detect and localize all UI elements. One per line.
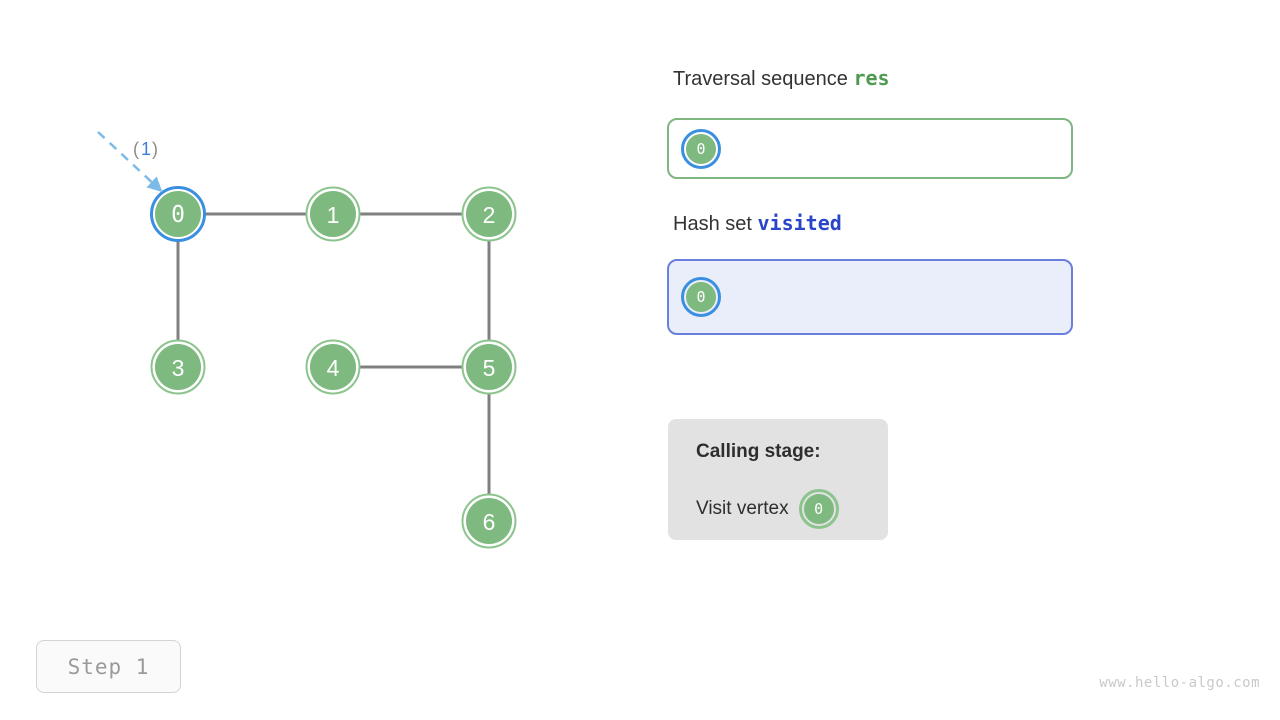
graph-node-4[interactable]: 4 — [305, 339, 361, 395]
calling-stage-vertex-chip: 0 — [798, 489, 839, 529]
annotation-arrow-icon — [97, 131, 163, 193]
graph-node-6[interactable]: 6 — [461, 493, 517, 549]
node-3-ring — [150, 339, 206, 395]
node-6-ring — [461, 493, 517, 549]
node-1-ring — [305, 186, 361, 242]
node-1-label: 1 — [327, 202, 340, 228]
visited-heading-text: Hash set — [673, 213, 752, 235]
node-2-label: 2 — [483, 202, 496, 228]
node-5-core — [466, 344, 512, 390]
calling-stage-row: Visit vertex 0 — [696, 489, 839, 529]
res-heading-text: Traversal sequence — [673, 68, 848, 90]
node-4-core — [310, 344, 356, 390]
calling-stage-panel: Calling stage: Visit vertex 0 — [668, 419, 888, 540]
graph-node-1[interactable]: 1 — [305, 186, 361, 242]
node-3-core — [155, 344, 201, 390]
graph-node-5[interactable]: 5 — [461, 339, 517, 395]
node-3-label: 3 — [172, 355, 185, 381]
res-item-chip[interactable]: 0 — [681, 128, 721, 169]
node-0-core — [155, 191, 201, 237]
node-0-highlight-ring — [150, 186, 206, 242]
node-1-core — [310, 191, 356, 237]
watermark: www.hello-algo.com — [1099, 675, 1260, 691]
graph-panel: 0 1 2 3 4 — [97, 131, 517, 549]
node-4-label: 4 — [327, 355, 340, 381]
node-6-label: 6 — [483, 509, 496, 535]
res-heading: Traversal sequence res — [673, 66, 890, 91]
visited-item-chip[interactable]: 0 — [681, 277, 721, 317]
node-2-ring — [461, 186, 517, 242]
node-5-ring — [461, 339, 517, 395]
calling-stage-vertex-ring — [798, 489, 839, 529]
graph-node-2[interactable]: 2 — [461, 186, 517, 242]
annotation-number: 1 — [141, 139, 151, 159]
graph-node-0[interactable]: 0 — [150, 186, 206, 242]
visited-variable-name: visited — [757, 211, 842, 235]
annotation-close-paren: ) — [152, 139, 158, 159]
visited-container: 0 — [667, 259, 1073, 335]
annotation-open-paren: ( — [133, 139, 139, 159]
res-item-highlight-ring — [681, 128, 721, 169]
node-5-label: 5 — [483, 355, 496, 381]
step-button[interactable]: Step 1 — [36, 640, 181, 693]
visited-item-highlight-ring — [681, 277, 721, 317]
graph-canvas: 0 1 2 3 4 — [97, 131, 517, 549]
visited-heading: Hash set visited — [673, 211, 842, 236]
res-container: 0 — [667, 118, 1073, 179]
node-4-ring — [305, 339, 361, 395]
calling-stage-action-label: Visit vertex — [696, 498, 789, 519]
node-0-label: 0 — [171, 202, 185, 228]
res-variable-name: res — [853, 66, 890, 90]
calling-stage-title: Calling stage: — [696, 441, 821, 462]
node-6-core — [466, 498, 512, 544]
graph-node-3[interactable]: 3 — [150, 339, 206, 395]
node-2-core — [466, 191, 512, 237]
